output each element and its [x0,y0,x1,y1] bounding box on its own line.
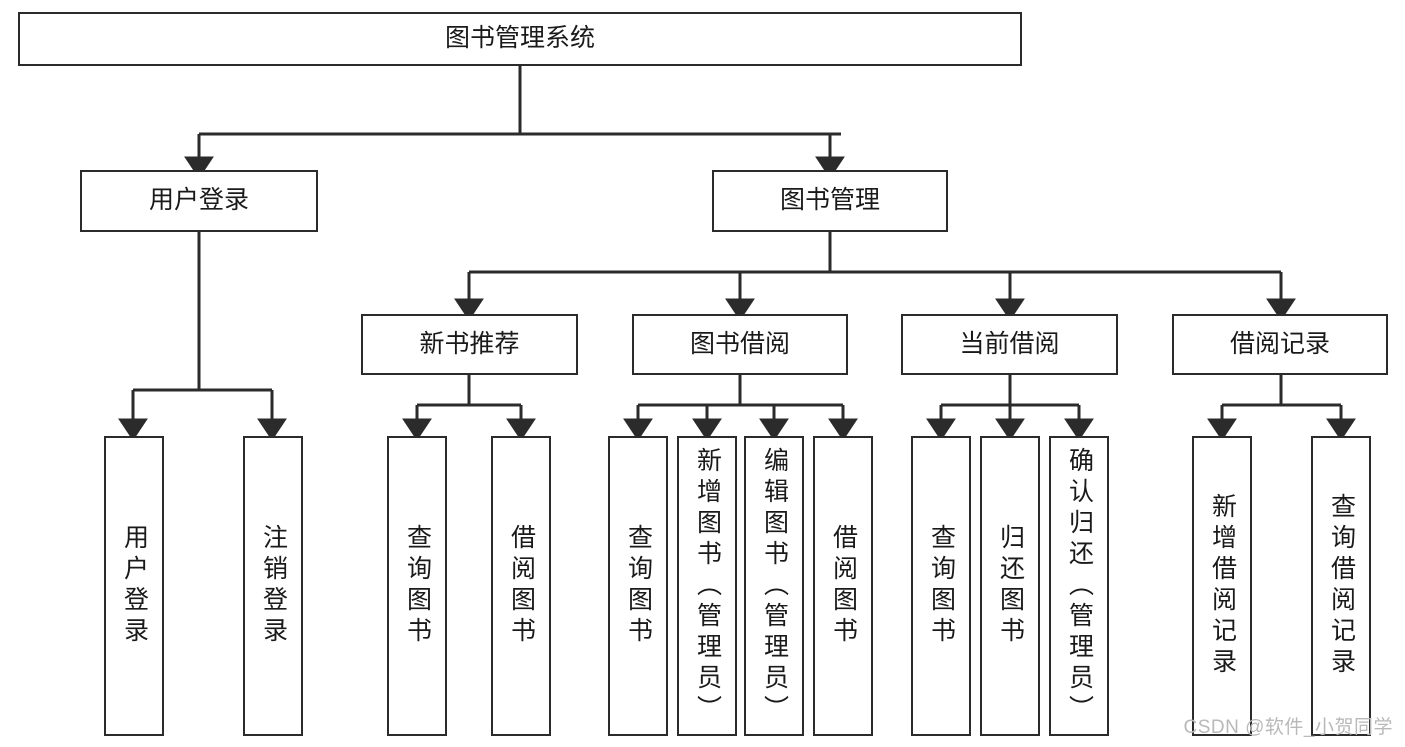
node-label: 新增图书（管理员） [693,446,722,726]
leaf-confirm-return-admin[interactable]: 确认归还（管理员） [1049,436,1109,736]
node-label: 图书管理系统 [444,24,595,53]
node-new-book-recommend[interactable]: 新书推荐 [361,314,578,375]
csdn-watermark: CSDN @软件_小贺同学 [1183,717,1393,738]
node-label: 注销登录 [259,524,288,648]
node-label: 编辑图书（管理员） [760,446,789,726]
node-label: 确认归还（管理员） [1065,446,1094,726]
node-current-borrow[interactable]: 当前借阅 [901,314,1118,375]
node-label: 查询图书 [927,524,956,648]
node-label: 借阅图书 [829,524,858,648]
leaf-query-book-current[interactable]: 查询图书 [911,436,971,736]
node-label: 查询图书 [403,524,432,648]
leaf-borrow-book-recommend[interactable]: 借阅图书 [491,436,551,736]
node-label: 借阅记录 [1229,329,1330,358]
node-label: 查询借阅记录 [1327,493,1356,679]
node-book-management[interactable]: 图书管理 [712,170,948,232]
leaf-user-login[interactable]: 用户登录 [104,436,164,736]
node-label: 图书借阅 [689,329,790,358]
node-user-login[interactable]: 用户登录 [80,170,318,232]
node-label: 归还图书 [996,524,1025,648]
leaf-query-book-recommend[interactable]: 查询图书 [387,436,447,736]
leaf-return-book[interactable]: 归还图书 [980,436,1040,736]
node-label: 用户登录 [120,524,149,648]
leaf-query-borrow-record[interactable]: 查询借阅记录 [1311,436,1371,736]
leaf-query-book-borrow[interactable]: 查询图书 [608,436,668,736]
node-label: 图书管理 [779,186,880,215]
node-book-borrow[interactable]: 图书借阅 [632,314,848,375]
node-root-system[interactable]: 图书管理系统 [18,12,1022,66]
leaf-logout[interactable]: 注销登录 [243,436,303,736]
leaf-edit-book-admin[interactable]: 编辑图书（管理员） [744,436,804,736]
node-label: 当前借阅 [959,329,1060,358]
leaf-borrow-book[interactable]: 借阅图书 [813,436,873,736]
node-borrow-records[interactable]: 借阅记录 [1172,314,1388,375]
node-label: 查询图书 [624,524,653,648]
node-label: 新书推荐 [419,329,520,358]
node-label: 用户登录 [148,186,249,215]
leaf-add-borrow-record[interactable]: 新增借阅记录 [1192,436,1252,736]
leaf-add-book-admin[interactable]: 新增图书（管理员） [677,436,737,736]
node-label: 借阅图书 [507,524,536,648]
node-label: 新增借阅记录 [1208,493,1237,679]
